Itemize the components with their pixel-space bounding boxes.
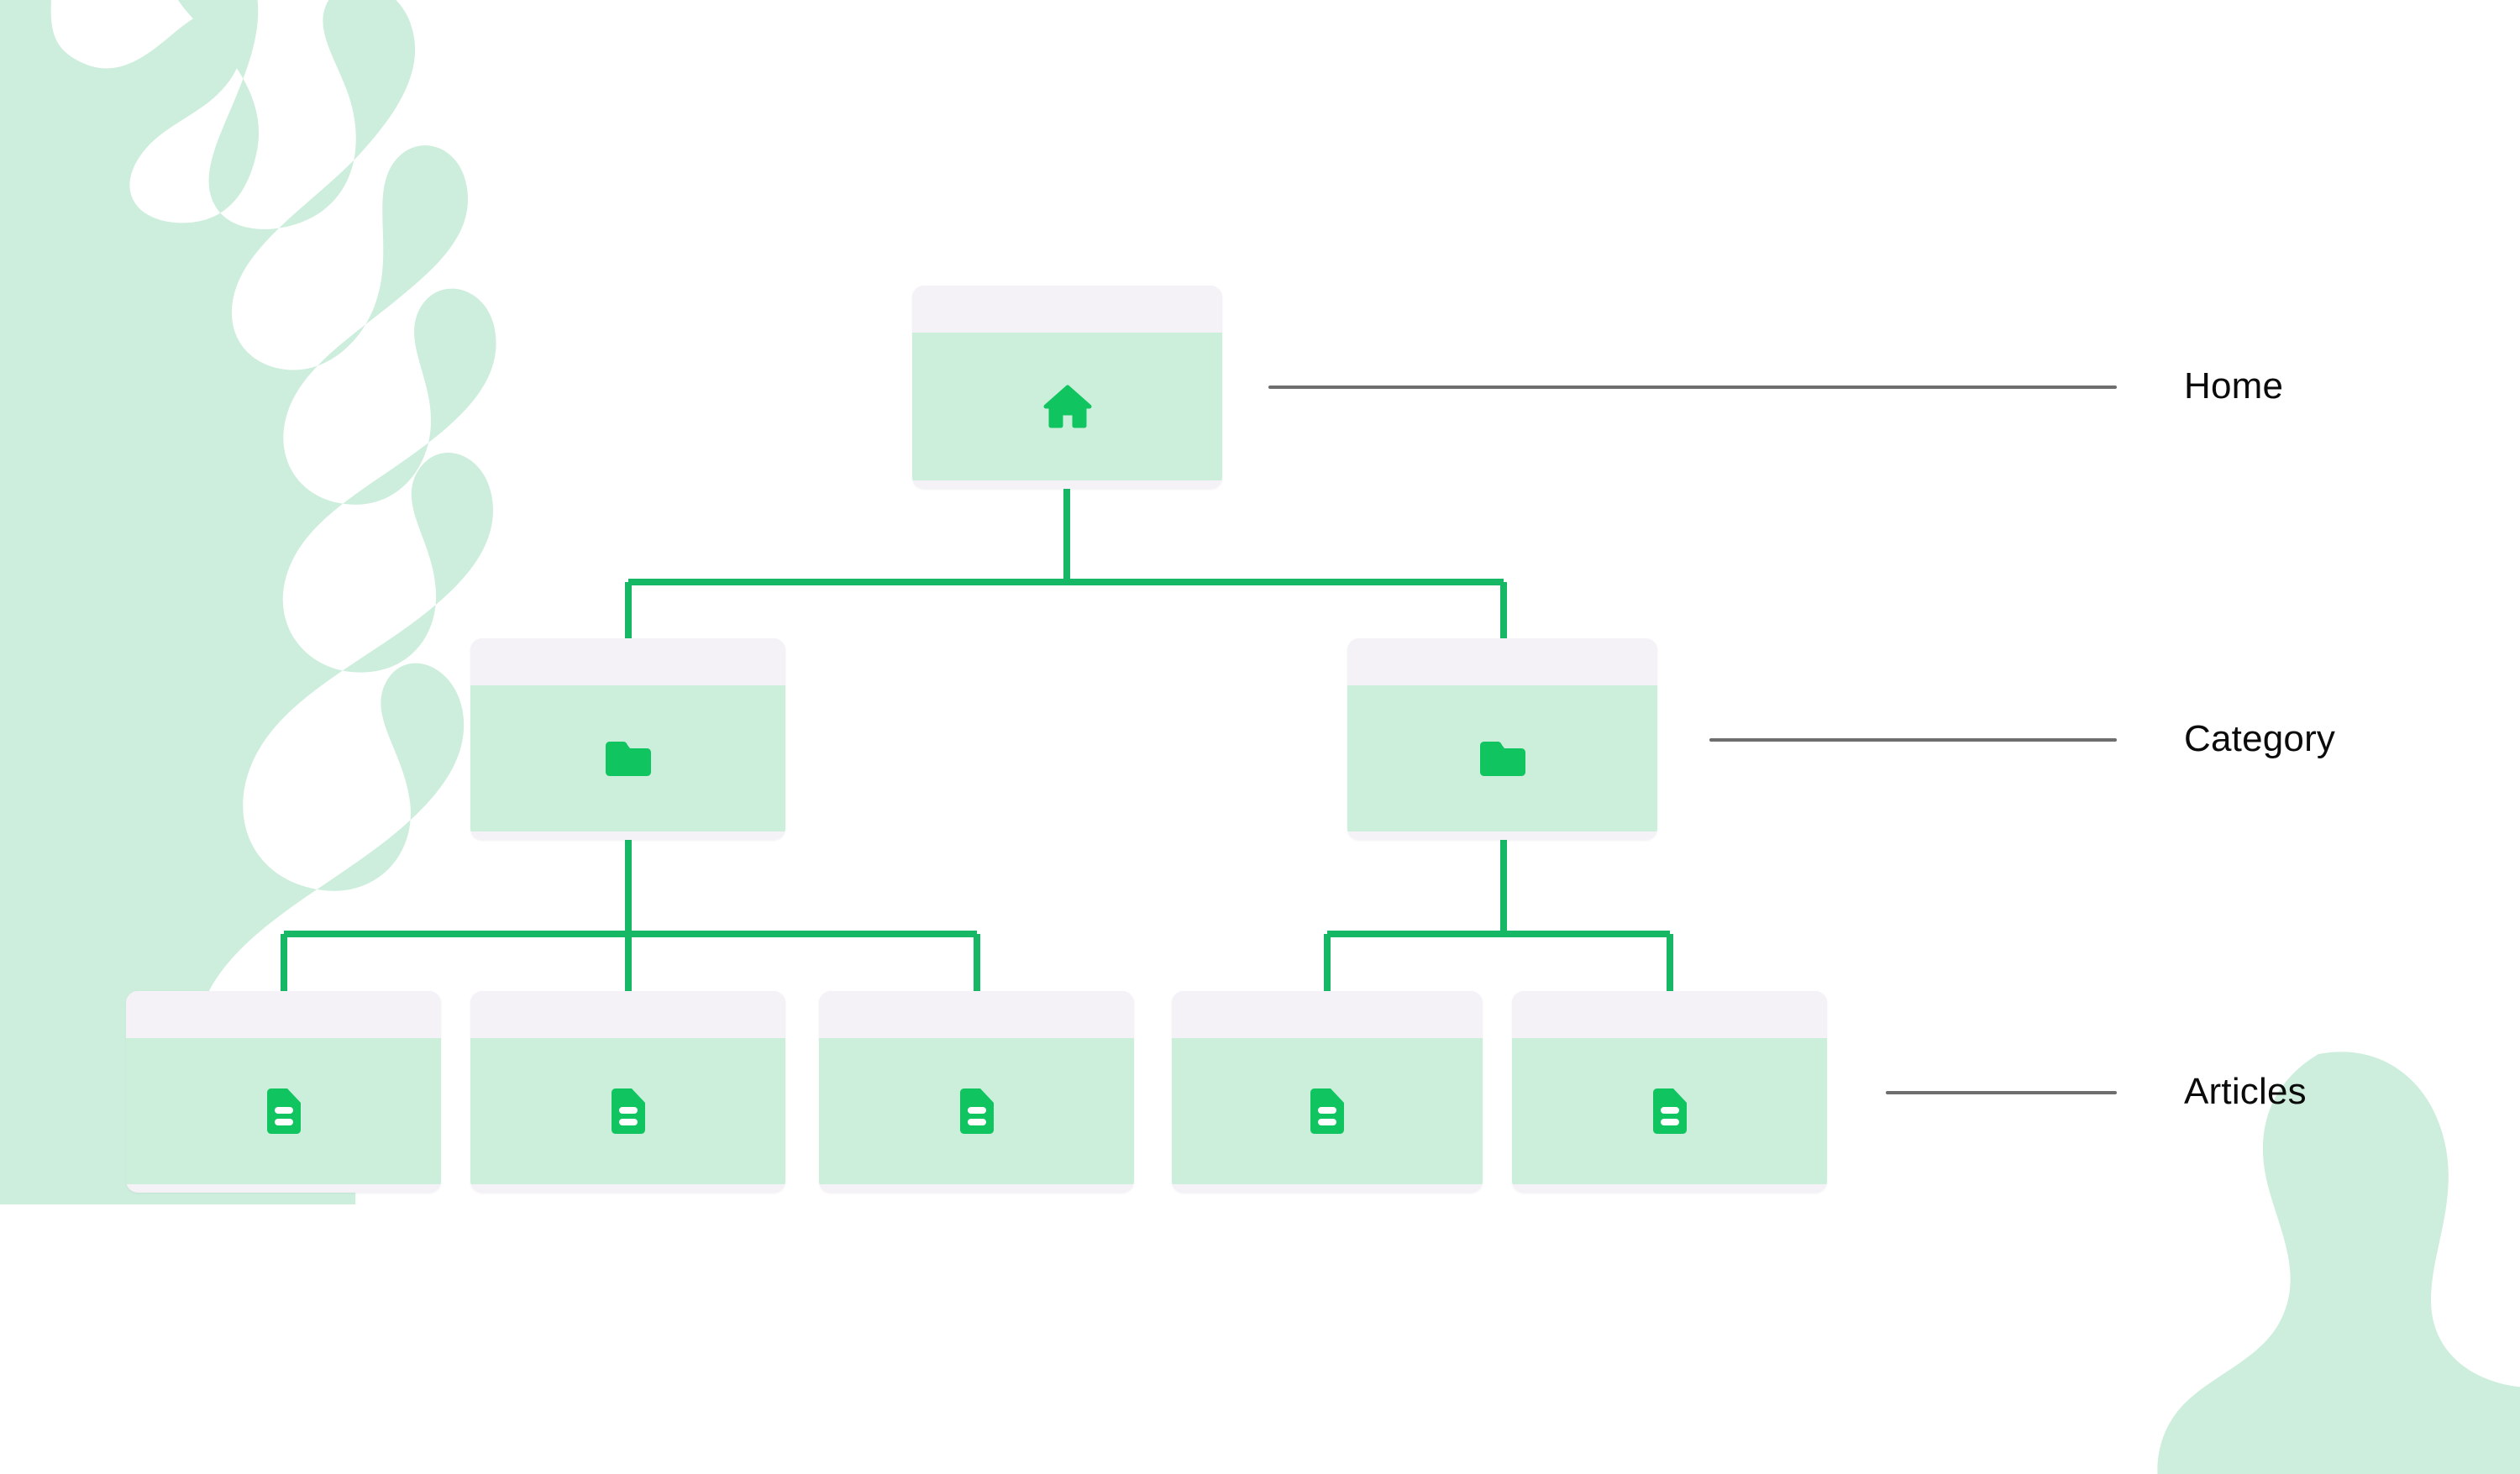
- node-article-5[interactable]: [1512, 991, 1827, 1193]
- document-icon: [1651, 1087, 1688, 1136]
- card-body: [126, 1038, 441, 1184]
- card-body: [1347, 685, 1657, 831]
- card-body: [1172, 1038, 1483, 1184]
- card-body: [1512, 1038, 1827, 1184]
- node-article-2[interactable]: [470, 991, 785, 1193]
- card-titlebar: [1172, 991, 1483, 1038]
- card-titlebar: [126, 991, 441, 1038]
- node-article-4[interactable]: [1172, 991, 1483, 1193]
- card-titlebar: [1347, 638, 1657, 685]
- card-body: [819, 1038, 1134, 1184]
- card-body: [470, 1038, 785, 1184]
- node-article-3[interactable]: [819, 991, 1134, 1193]
- legend-label-home: Home: [2184, 365, 2284, 407]
- node-category-2[interactable]: [1347, 638, 1657, 840]
- card-body: [470, 685, 785, 831]
- node-home[interactable]: [912, 286, 1222, 489]
- card-titlebar: [819, 991, 1134, 1038]
- legend-label-category: Category: [2184, 718, 2336, 759]
- card-titlebar: [470, 638, 785, 685]
- blob-bottom-right: [2157, 1052, 2520, 1474]
- leader-line-articles: [1886, 1091, 2117, 1094]
- leader-line-category: [1709, 738, 2117, 742]
- legend-label-articles: Articles: [2184, 1071, 2307, 1112]
- card-body: [912, 333, 1222, 480]
- document-icon: [610, 1087, 647, 1136]
- leader-line-home: [1268, 386, 2117, 389]
- document-icon: [1309, 1087, 1346, 1136]
- card-titlebar: [1512, 991, 1827, 1038]
- folder-icon: [1479, 738, 1526, 779]
- card-titlebar: [912, 286, 1222, 333]
- node-article-1[interactable]: [126, 991, 441, 1193]
- folder-icon: [605, 738, 652, 779]
- document-icon: [958, 1087, 995, 1136]
- card-titlebar: [470, 991, 785, 1038]
- document-icon: [265, 1087, 302, 1136]
- home-icon: [1041, 381, 1095, 432]
- node-category-1[interactable]: [470, 638, 785, 840]
